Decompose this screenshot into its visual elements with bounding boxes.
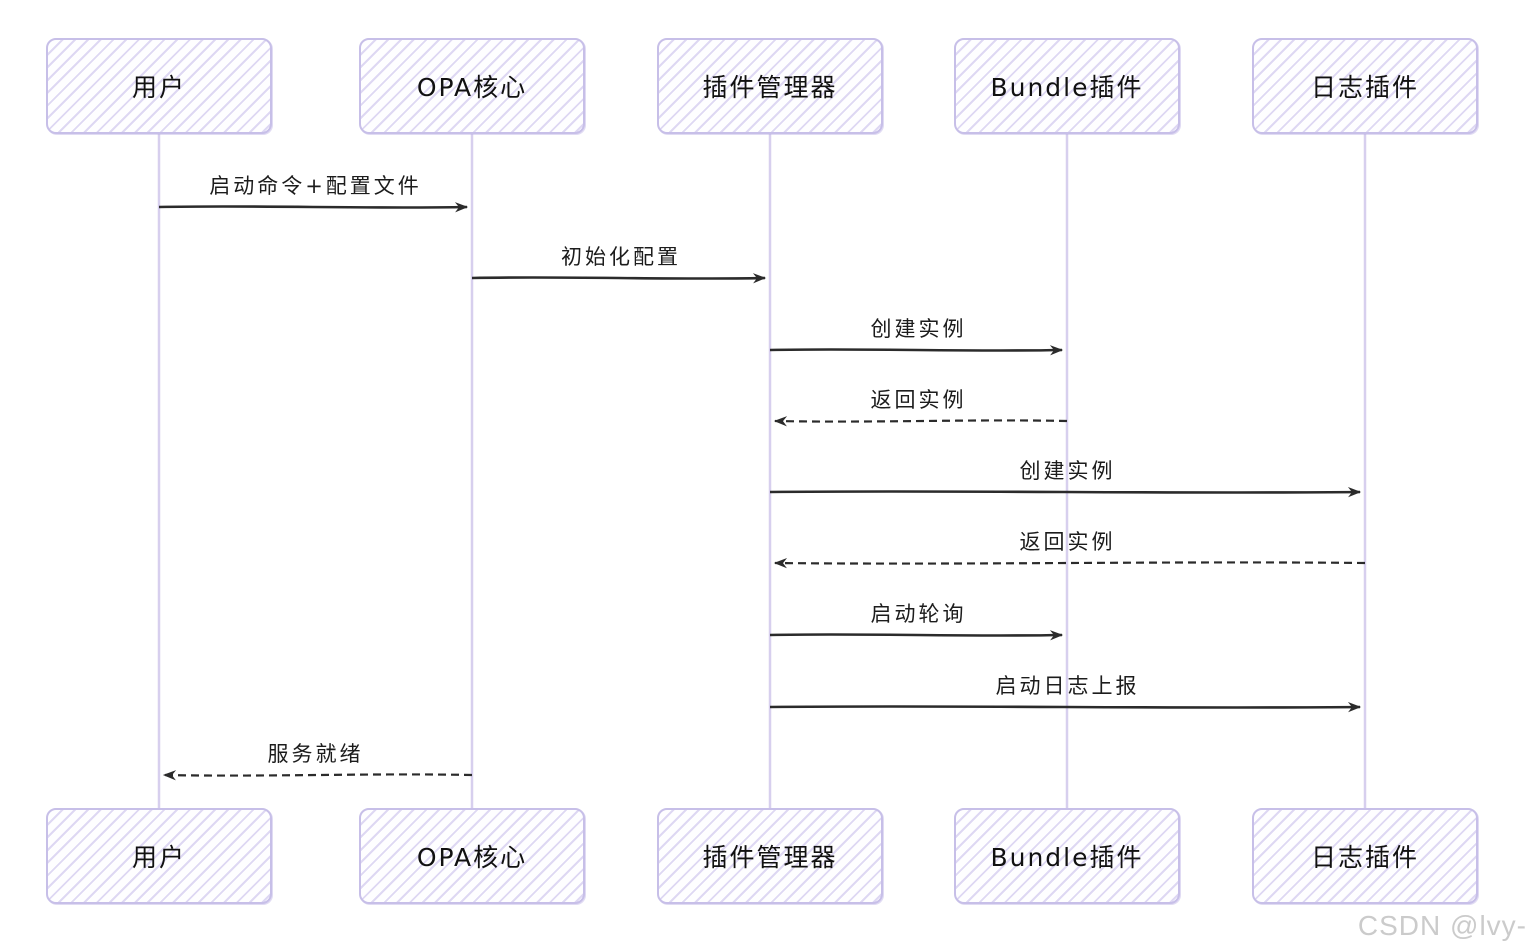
message-label-2: 创建实例 (870, 317, 967, 341)
message-label-1: 初始化配置 (561, 245, 681, 269)
actor-label-log-plugin-top: 日志插件 (1310, 73, 1419, 102)
message-arrow-2-solid (769, 345, 1064, 356)
actor-box-opa-core-bottom: OPA核心 (359, 808, 585, 904)
actor-label-opa-core-bottom: OPA核心 (416, 843, 528, 872)
message-label-3: 返回实例 (870, 388, 967, 412)
lifelines-layer (157, 133, 1367, 810)
message-label-5: 返回实例 (1019, 530, 1116, 554)
arrows-layer (158, 202, 1366, 781)
actor-box-log-plugin-bottom: 日志插件 (1252, 808, 1478, 904)
message-arrow-3-dashed (773, 416, 1068, 427)
watermark: CSDN @lvy- (1357, 910, 1527, 941)
actor-box-opa-core-top: OPA核心 (359, 38, 585, 134)
message-label-6: 启动轮询 (870, 602, 967, 626)
actor-box-user-top: 用户 (46, 38, 272, 134)
message-arrow-0-solid (158, 202, 469, 213)
message-label-0: 启动命令+配置文件 (209, 174, 422, 198)
actor-box-bundle-plugin-bottom: Bundle插件 (954, 808, 1180, 904)
actor-label-user-bottom: 用户 (131, 843, 186, 872)
message-label-8: 服务就绪 (267, 742, 364, 766)
message-label-7: 启动日志上报 (995, 674, 1140, 698)
actor-label-bundle-plugin-top: Bundle插件 (990, 73, 1144, 102)
actor-box-user-bottom: 用户 (46, 808, 272, 904)
actor-label-opa-core-top: OPA核心 (416, 73, 528, 102)
message-arrow-6-solid (769, 630, 1064, 641)
message-label-4: 创建实例 (1019, 459, 1116, 483)
actor-box-plugin-manager-top: 插件管理器 (657, 38, 883, 134)
actor-label-user-top: 用户 (131, 73, 186, 102)
actor-label-plugin-manager-bottom: 插件管理器 (702, 843, 838, 872)
actor-label-log-plugin-bottom: 日志插件 (1310, 843, 1419, 872)
actor-box-plugin-manager-bottom: 插件管理器 (657, 808, 883, 904)
actor-box-log-plugin-top: 日志插件 (1252, 38, 1478, 134)
message-arrow-5-dashed (773, 557, 1366, 569)
message-arrow-4-solid (769, 486, 1362, 498)
actor-box-bundle-plugin-top: Bundle插件 (954, 38, 1180, 134)
actor-label-bundle-plugin-bottom: Bundle插件 (990, 843, 1144, 872)
message-arrow-8-dashed (162, 770, 473, 781)
message-arrow-7-solid (769, 701, 1362, 713)
actor-label-plugin-manager-top: 插件管理器 (702, 73, 838, 102)
message-arrow-1-solid (471, 273, 767, 284)
